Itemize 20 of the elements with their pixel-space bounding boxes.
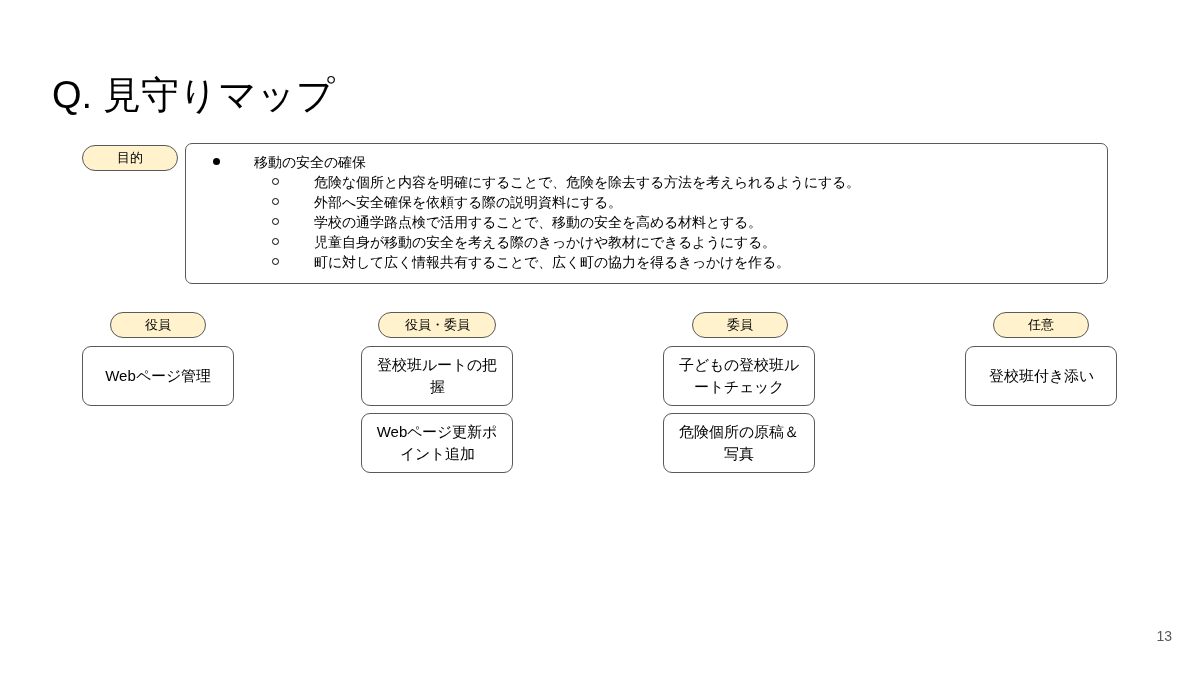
role-tag: 役員・委員	[378, 312, 496, 338]
role-tag: 任意	[993, 312, 1089, 338]
sub-bullet-text: 児童自身が移動の安全を考える際のきっかけや教材にできるようにする。	[314, 233, 776, 252]
task-card: 登校班付き添い	[965, 346, 1117, 406]
task-card: Webページ更新ポイント追加	[361, 413, 513, 473]
sub-bullet-text: 町に対して広く情報共有することで、広く町の協力を得るきっかけを作る。	[314, 253, 790, 272]
page-number: 13	[1156, 628, 1172, 644]
role-tag: 委員	[692, 312, 788, 338]
purpose-panel	[185, 143, 1108, 284]
role-tag: 目的	[82, 145, 178, 171]
role-tag: 役員	[110, 312, 206, 338]
task-card: 登校班ルートの把握	[361, 346, 513, 406]
task-card: 危険個所の原稿＆写真	[663, 413, 815, 473]
sub-bullet-text: 外部へ安全確保を依頼する際の説明資料にする。	[314, 193, 622, 212]
task-card: 子どもの登校班ルートチェック	[663, 346, 815, 406]
slide-title: Q. 見守りマップ	[52, 73, 335, 118]
task-card: Webページ管理	[82, 346, 234, 406]
sub-bullet-text: 学校の通学路点検で活用することで、移動の安全を高める材料とする。	[314, 213, 762, 232]
sub-bullet-text: 危険な個所と内容を明確にすることで、危険を除去する方法を考えられるようにする。	[314, 173, 860, 192]
bullet-text: 移動の安全の確保	[254, 153, 366, 172]
